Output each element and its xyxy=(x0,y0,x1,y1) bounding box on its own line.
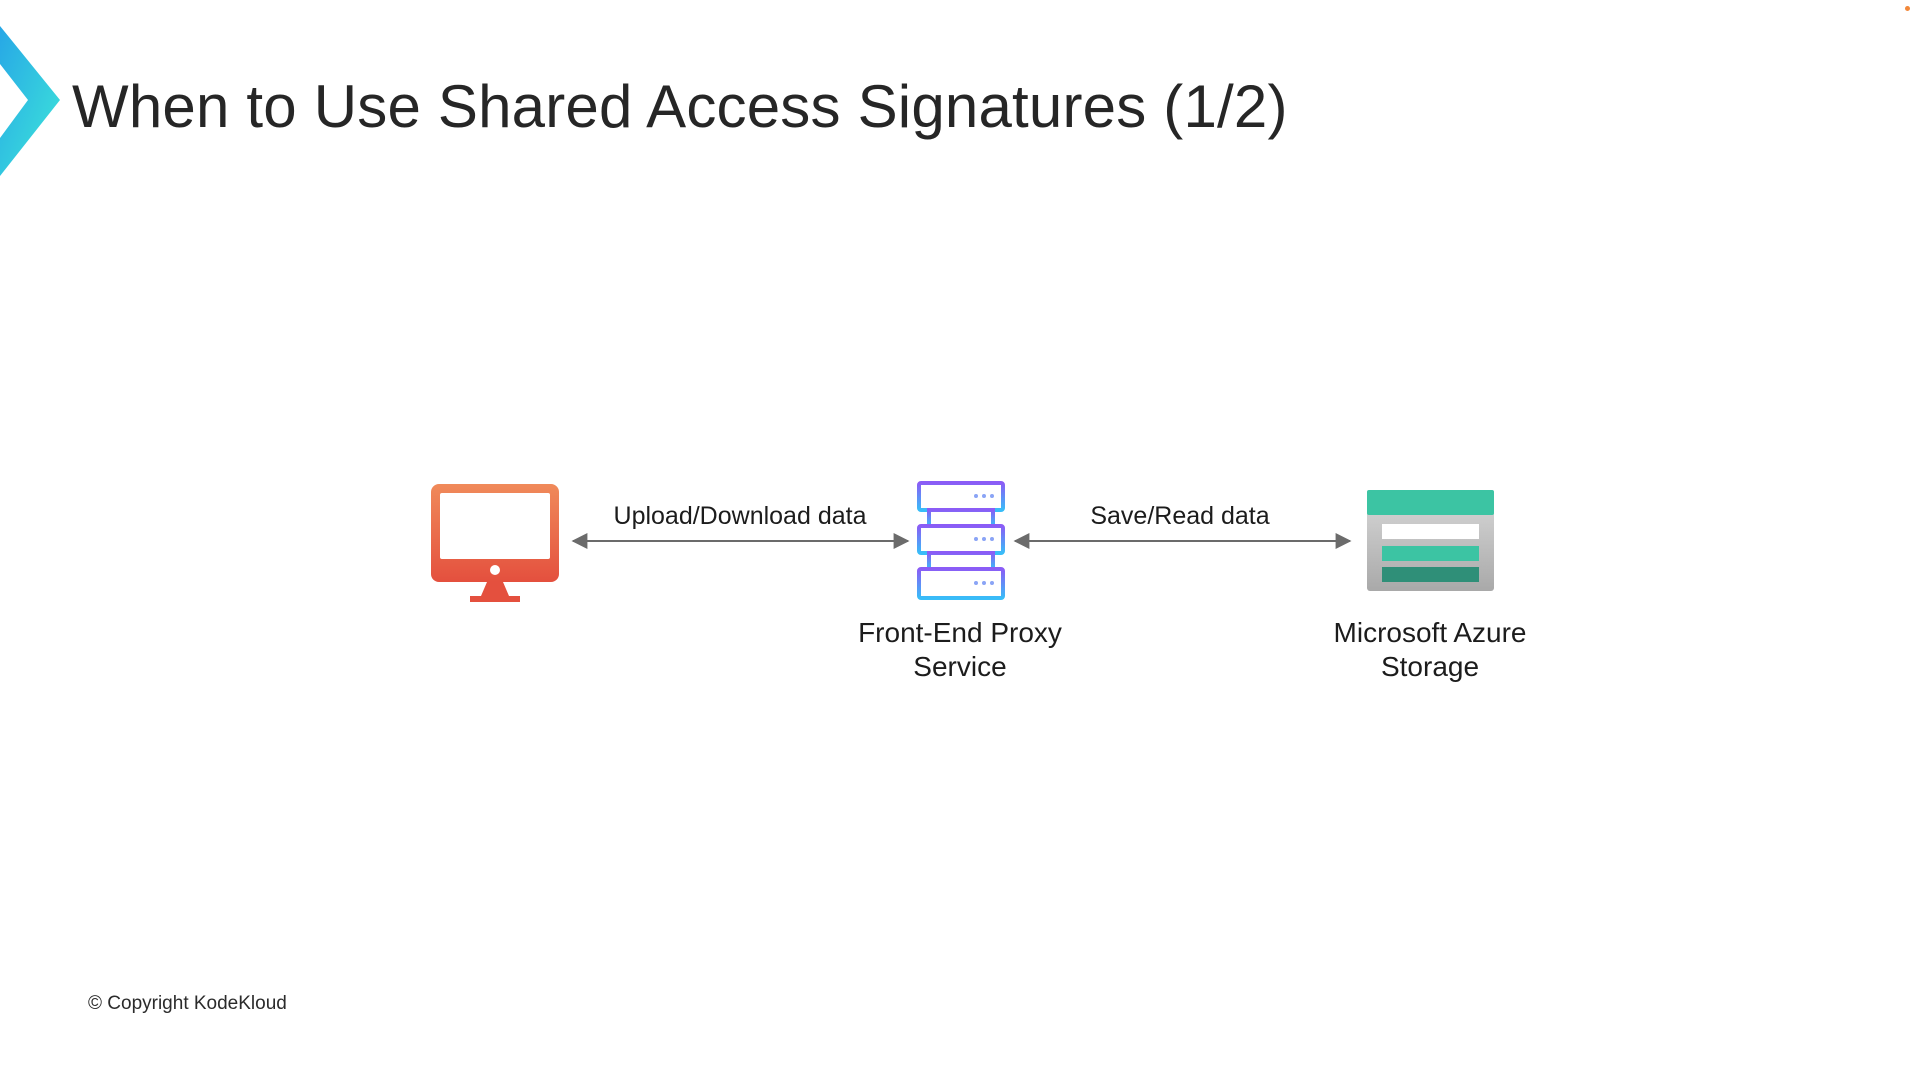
node-label-storage-line2: Storage xyxy=(1380,651,1480,682)
server-led-dots xyxy=(974,494,994,585)
node-label-proxy-line1: Front-End Proxy xyxy=(858,617,1062,648)
node-label-storage-line1: Microsoft Azure xyxy=(1333,617,1527,648)
edge-label-save-read: Save/Read data xyxy=(1090,502,1270,530)
corner-dot xyxy=(1905,6,1910,11)
monitor-icon xyxy=(431,484,559,602)
node-label-proxy: Front-End Proxy Service xyxy=(858,616,1062,684)
edge-label-upload-download: Upload/Download data xyxy=(613,502,867,530)
kodekloud-chevron-logo xyxy=(0,26,60,176)
server-icon xyxy=(917,481,1005,600)
node-label-storage: Microsoft Azure Storage xyxy=(1334,616,1527,684)
copyright-footer: © Copyright KodeKloud xyxy=(88,993,287,1014)
node-label-proxy-line2: Service xyxy=(913,651,1007,682)
slide-title: When to Use Shared Access Signatures (1/… xyxy=(72,73,1288,140)
azure-storage-icon xyxy=(1367,490,1494,591)
